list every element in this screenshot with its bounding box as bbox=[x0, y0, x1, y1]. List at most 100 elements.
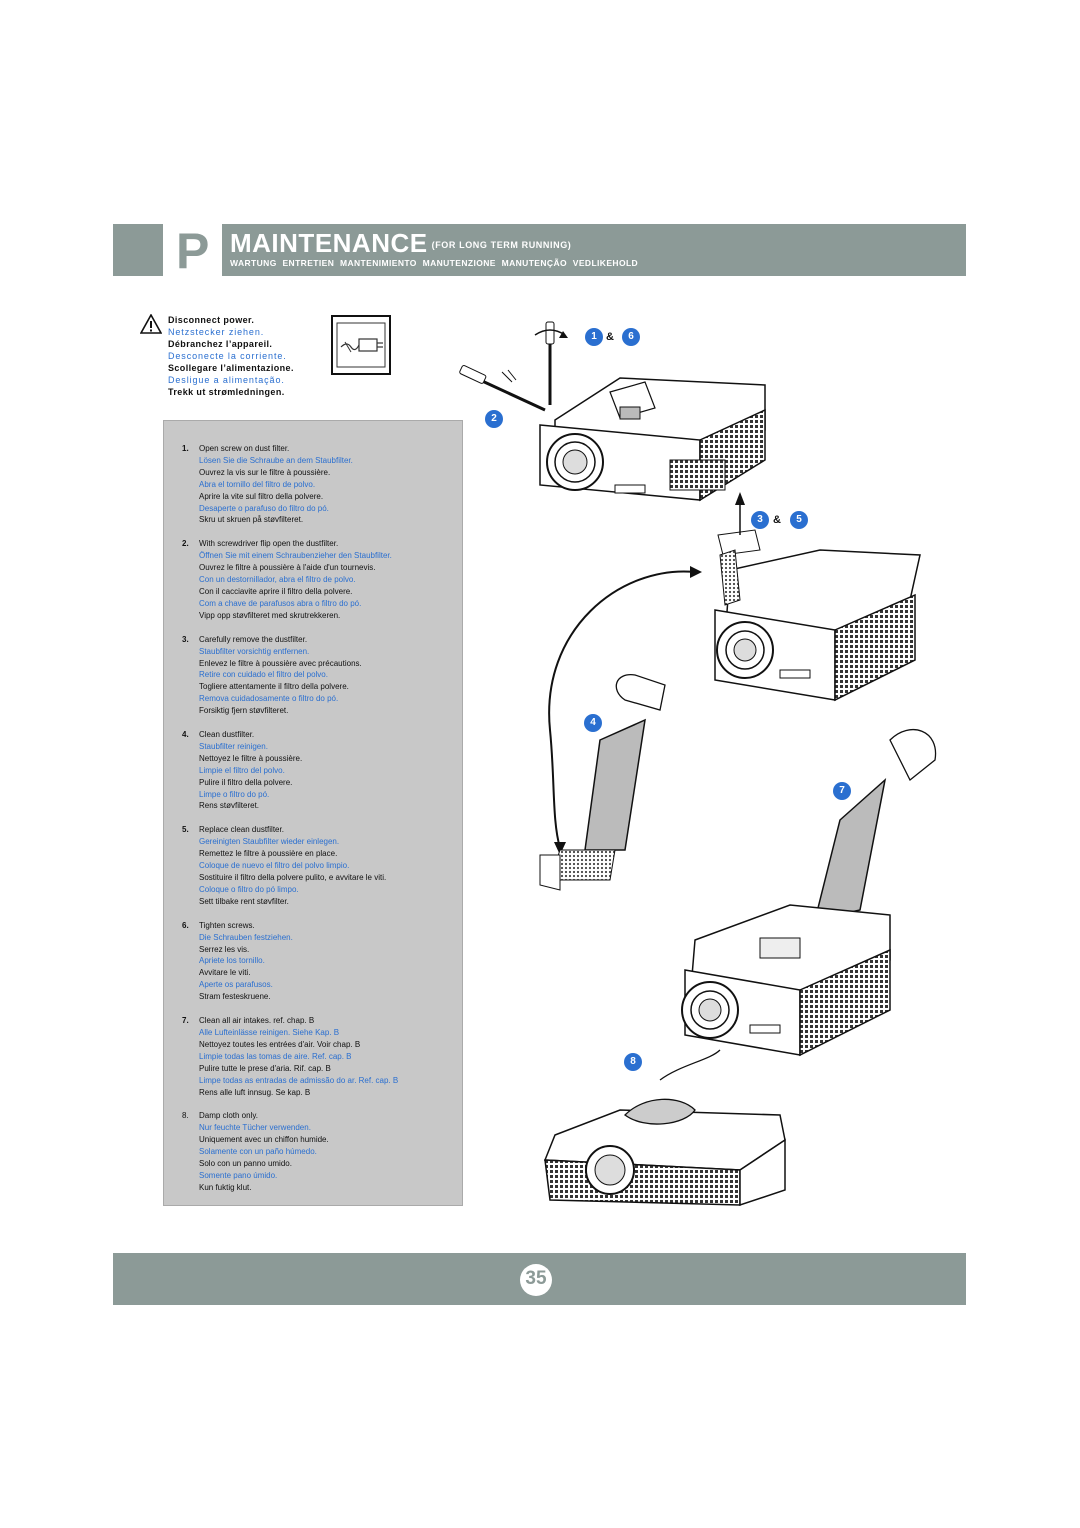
step-line: Clean all air intakes. ref. chap. B bbox=[199, 1016, 315, 1026]
step-line: Clean dustfilter. bbox=[199, 730, 255, 740]
step-line: Limpe todas as entradas de admissão do a… bbox=[199, 1075, 399, 1085]
step-line: Aperte os parafusos. bbox=[199, 980, 273, 990]
step-7: 7.Clean all air intakes. ref. chap. B Al… bbox=[182, 1015, 462, 1098]
ampersand: & bbox=[606, 331, 614, 343]
arrow-path bbox=[548, 570, 696, 849]
step-line: Limpe o filtro do pó. bbox=[199, 789, 270, 799]
section-letter-box bbox=[168, 224, 220, 276]
projector-illustration-1 bbox=[459, 321, 766, 502]
step-line: Ouvrez la vis sur le filtre à poussière. bbox=[199, 467, 331, 477]
step-number: 8. bbox=[182, 1111, 189, 1121]
step-number: 7. bbox=[182, 1016, 189, 1026]
step-line: Lösen Sie die Schraube an dem Staubfilte… bbox=[199, 455, 353, 465]
step-badge: 5 bbox=[790, 511, 808, 529]
step-line: Com a chave de parafusos abra o filtro d… bbox=[199, 598, 362, 608]
step-line: Kun fuktig klut. bbox=[199, 1182, 252, 1192]
step-line: Nettoyez toutes les entrées d'air. Voir … bbox=[199, 1039, 361, 1049]
step-6: 6. Tighten screws. Die Schrauben festzieh… bbox=[182, 920, 462, 1003]
projector-illustration-4 bbox=[543, 1049, 786, 1207]
step-line: Vipp opp støvfilteret med skrutrekkeren. bbox=[199, 610, 341, 620]
step-line: Staubfilter reinigen. bbox=[199, 741, 268, 751]
step-line: Nettoyez le filtre à poussière. bbox=[199, 753, 303, 763]
warning-line: Scollegare l’alimentazione. bbox=[168, 363, 294, 373]
step-5: 5. Replace clean dustfilter. Gereinigten … bbox=[182, 824, 462, 907]
step-badge: 2 bbox=[485, 410, 503, 428]
warning-icon bbox=[140, 314, 162, 334]
step-line: Con il cacciavite aprire il filtro della… bbox=[199, 586, 353, 596]
step-line: Uniquement avec un chiffon humide. bbox=[199, 1135, 329, 1145]
step-number: 4. bbox=[182, 730, 189, 740]
step-line: Limpie el filtro del polvo. bbox=[199, 765, 285, 775]
step-3: 3.Carefully remove the dustfilter. Staub… bbox=[182, 634, 462, 717]
step-line: Pulire tutte le prese d'aria. Rif. cap. … bbox=[199, 1063, 331, 1073]
title-subtitle: (FOR LONG TERM RUNNING) bbox=[431, 240, 572, 250]
step-line: Desaperte o parafuso do filtro do pó. bbox=[199, 503, 329, 513]
step-line: Coloque o filtro do pó limpo. bbox=[199, 884, 299, 894]
step-line: Tighten screws. bbox=[199, 920, 255, 930]
vacuum-illustration-1 bbox=[539, 674, 666, 891]
step-line: Abra el tornillo del filtro de polvo. bbox=[199, 479, 316, 489]
title-main: MAINTENANCE bbox=[230, 228, 428, 258]
maintenance-illustrations bbox=[459, 321, 937, 1207]
step-badge: 7 bbox=[833, 782, 851, 800]
step-line: Somente pano úmido. bbox=[199, 1170, 278, 1180]
warning-line: Débranchez l’appareil. bbox=[168, 339, 273, 349]
step-line: Con un destornillador, abra el filtro de… bbox=[199, 575, 356, 585]
step-badge: 8 bbox=[624, 1053, 642, 1071]
warning-text: Disconnect power. Netzstecker ziehen. Dé… bbox=[168, 314, 368, 398]
step-line: Ouvrez le filtre à poussière à l'aide d'… bbox=[199, 563, 376, 573]
step-8: 8.Damp cloth only. Nur feuchte Tücher ve… bbox=[182, 1110, 462, 1193]
step-number: 2. bbox=[182, 539, 189, 549]
page-number-circle bbox=[520, 1264, 552, 1296]
warning-line: Netzstecker ziehen. bbox=[168, 327, 265, 337]
step-badge: 3 bbox=[751, 511, 769, 529]
step-line: Solo con un panno umido. bbox=[199, 1159, 292, 1169]
step-line: Togliere attentamente il filtro della po… bbox=[199, 682, 349, 692]
step-line: Remettez le filtre à poussière en place. bbox=[199, 849, 338, 859]
step-4: 4. Clean dustfilter. Staubfilter reinigen… bbox=[182, 729, 462, 812]
step-line: Rens alle luft innsug. Se kap. B bbox=[199, 1087, 311, 1097]
step-line: Carefully remove the dustfilter. bbox=[199, 634, 308, 644]
step-line: Limpie todas las tomas de aire. Ref. cap… bbox=[199, 1051, 352, 1061]
step-line: Retire con cuidado el filtro del polvo. bbox=[199, 670, 328, 680]
header-bar bbox=[222, 224, 966, 276]
projector-illustration-3 bbox=[681, 904, 891, 1057]
step-line: Forsiktig fjern støvfilteret. bbox=[199, 706, 289, 716]
step-number: 6. bbox=[182, 920, 189, 930]
step-badge: 6 bbox=[622, 328, 640, 346]
step-line: Pulire il filtro della polvere. bbox=[199, 777, 293, 787]
step-line: Coloque de nuevo el filtro del polvo lim… bbox=[199, 861, 350, 871]
step-line: Sostituire il filtro della polvere pulit… bbox=[199, 873, 387, 882]
warning-line: Desconecte la corriente. bbox=[168, 351, 287, 361]
step-line: Skru ut skruen på støvfilteret. bbox=[199, 515, 304, 525]
page-number: 35 bbox=[525, 1268, 547, 1289]
step-number: 3. bbox=[182, 634, 189, 644]
step-1: 1.Open screw on dust filter. Lösen Sie d… bbox=[182, 443, 462, 526]
step-2: 2. With screwdriver flip open the dustfil… bbox=[182, 538, 462, 621]
step-line: Sett tilbake rent støvfilter. bbox=[199, 896, 289, 906]
step-number: 5. bbox=[182, 825, 189, 835]
vacuum-illustration-2 bbox=[813, 729, 937, 921]
step-line: Gereinigten Staubfilter wieder einlegen. bbox=[199, 837, 340, 847]
projector-illustration-2 bbox=[714, 492, 921, 702]
warning-line: Desligue a alimentação. bbox=[168, 375, 285, 385]
instructions-panel bbox=[163, 420, 463, 1206]
step-line: Replace clean dustfilter. bbox=[199, 825, 284, 835]
step-line: Apriete los tornillo. bbox=[199, 956, 265, 966]
step-badge: 1 bbox=[585, 328, 603, 346]
ampersand: & bbox=[773, 514, 781, 526]
step-line: Remova cuidadosamente o filtro do pó. bbox=[199, 694, 339, 704]
page-title: MAINTENANCE(FOR LONG TERM RUNNING) bbox=[230, 228, 571, 259]
step-line: Die Schrauben festziehen. bbox=[199, 932, 293, 942]
step-line: Avvitare le viti. bbox=[199, 968, 251, 978]
header-tab bbox=[113, 224, 163, 276]
step-line: With screwdriver flip open the dustfilte… bbox=[199, 539, 339, 549]
step-line: Open screw on dust filter. bbox=[199, 444, 290, 453]
steps-list: 1.Open screw on dust filter. Lösen Sie d… bbox=[182, 443, 462, 1206]
step-line: Damp cloth only. bbox=[199, 1111, 258, 1121]
step-line: Rens støvfilteret. bbox=[199, 801, 260, 811]
warning-line: Disconnect power. bbox=[168, 315, 255, 325]
step-badge: 4 bbox=[584, 714, 602, 732]
step-line: Stram festeskruene. bbox=[199, 992, 271, 1002]
language-titles: WARTUNG ENTRETIEN MANTENIMIENTO MANUTENZ… bbox=[230, 258, 639, 268]
